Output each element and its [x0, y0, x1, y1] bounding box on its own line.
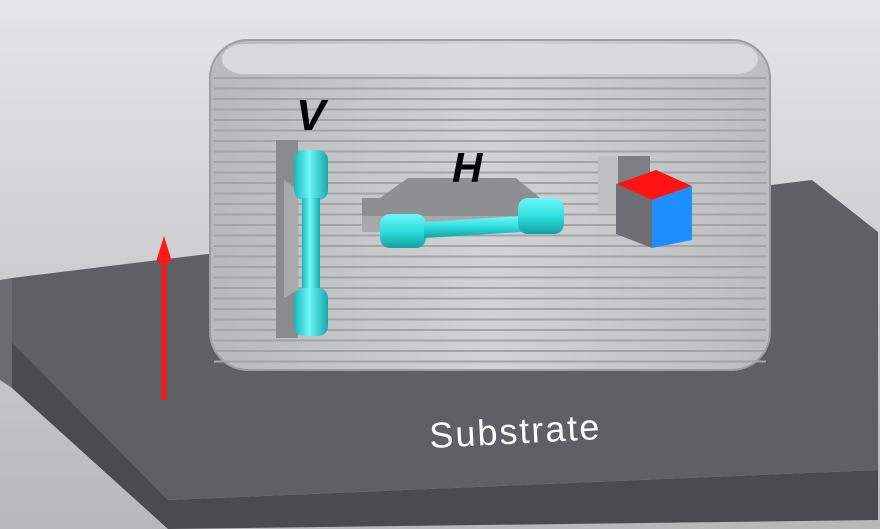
h-channel-cavity — [362, 178, 548, 216]
cube-side-face — [616, 184, 652, 248]
v-specimen-top-grip — [294, 150, 328, 200]
v-label: V — [296, 91, 329, 140]
h-specimen-right-grip — [518, 198, 564, 234]
arrow-head — [156, 236, 172, 262]
cube-group — [598, 156, 692, 248]
cube-front-face — [652, 186, 692, 248]
substrate-left-edge — [0, 278, 12, 388]
v-specimen-bottom-grip — [294, 288, 328, 336]
h-specimen-left-grip — [380, 214, 426, 248]
cube-recess-light — [598, 156, 618, 212]
horizontal-specimen-group: H — [362, 144, 564, 248]
h-specimen-gauge — [424, 216, 522, 238]
v-specimen-gauge — [302, 198, 320, 292]
v-channel-inner — [284, 180, 298, 298]
up-arrow-icon — [156, 236, 172, 400]
substrate-front-face — [12, 342, 878, 529]
cube-top-face — [616, 170, 692, 200]
vertical-specimen-group: V — [276, 91, 329, 338]
substrate-label: Substrate — [428, 406, 602, 456]
block-top-rounding — [222, 44, 758, 74]
h-label: H — [452, 144, 484, 191]
